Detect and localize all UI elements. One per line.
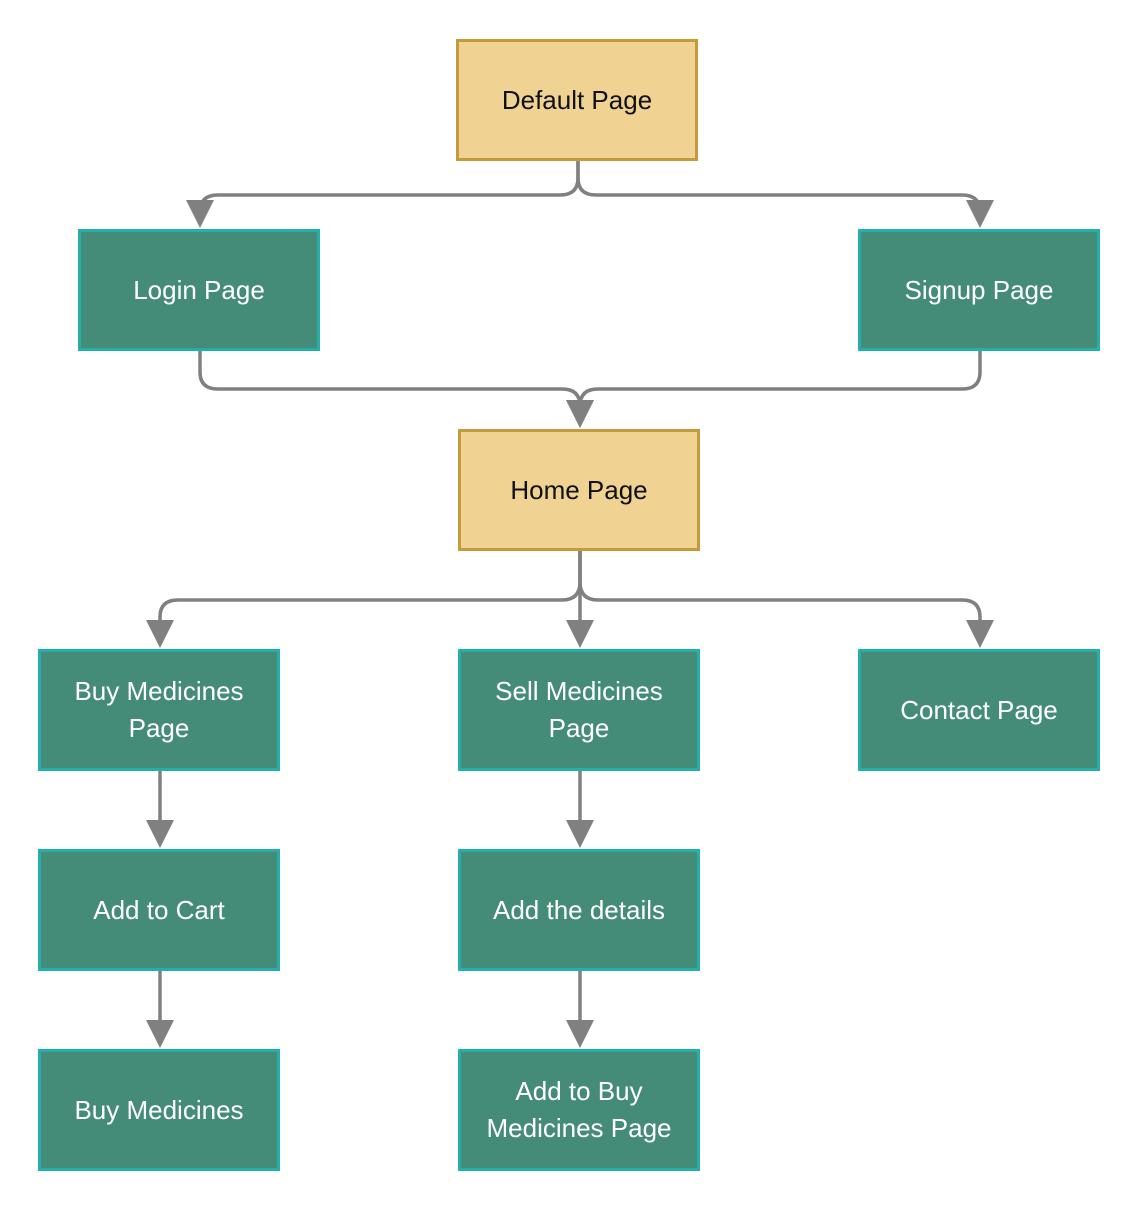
node-sell-medicines-page: Sell Medicines Page xyxy=(458,649,700,771)
edge-login-to-home xyxy=(198,348,594,428)
node-buy-medicines-page: Buy Medicines Page xyxy=(38,649,280,771)
node-default-page-label: Default Page xyxy=(501,84,653,115)
node-login-page: Login Page xyxy=(78,229,320,351)
node-buy-medicines-label: Buy Medicines xyxy=(74,1094,244,1125)
edge-default-to-login xyxy=(186,158,580,228)
node-signup-page-label: Signup Page xyxy=(904,274,1054,305)
node-add-the-details-label: Add the details xyxy=(492,894,665,925)
node-add-to-buy-medicines-page-label: Add to Buy Medicines Page xyxy=(486,1076,672,1143)
node-add-to-cart-label: Add to Cart xyxy=(93,894,225,925)
node-add-the-details: Add the details xyxy=(458,849,700,971)
node-contact-page: Contact Page xyxy=(858,649,1100,771)
node-home-page: Home Page xyxy=(458,429,700,551)
node-signup-page: Signup Page xyxy=(858,229,1100,351)
node-home-page-label: Home Page xyxy=(510,474,648,505)
edge-home-to-buy-medicines-page xyxy=(146,548,582,648)
node-contact-page-label: Contact Page xyxy=(900,694,1058,725)
edge-signup-to-home xyxy=(566,348,982,428)
node-login-page-label: Login Page xyxy=(133,274,265,305)
node-buy-medicines: Buy Medicines xyxy=(38,1049,280,1171)
node-default-page: Default Page xyxy=(456,39,698,161)
edge-home-to-contact-page xyxy=(578,548,994,648)
node-buy-medicines-page-label: Buy Medicines Page xyxy=(74,676,244,743)
node-sell-medicines-page-label: Sell Medicines Page xyxy=(495,676,663,743)
edge-default-to-signup xyxy=(576,158,994,228)
node-add-to-buy-medicines-page: Add to Buy Medicines Page xyxy=(458,1049,700,1171)
node-add-to-cart: Add to Cart xyxy=(38,849,280,971)
